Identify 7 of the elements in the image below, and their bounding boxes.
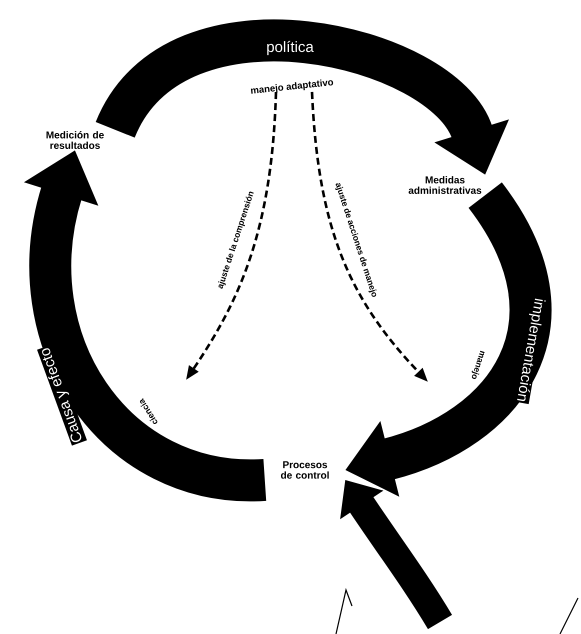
node-label: Medición de resultados — [46, 131, 104, 149]
arrow-label: manejo — [472, 350, 485, 379]
node-label: Procesos de control — [280, 461, 329, 479]
node-label: Medidas administrativas — [408, 176, 482, 194]
edge-label: Causa y efecto — [37, 344, 87, 446]
arrow-label: manejo adaptativo — [250, 79, 334, 94]
edge-label: política — [265, 40, 315, 56]
